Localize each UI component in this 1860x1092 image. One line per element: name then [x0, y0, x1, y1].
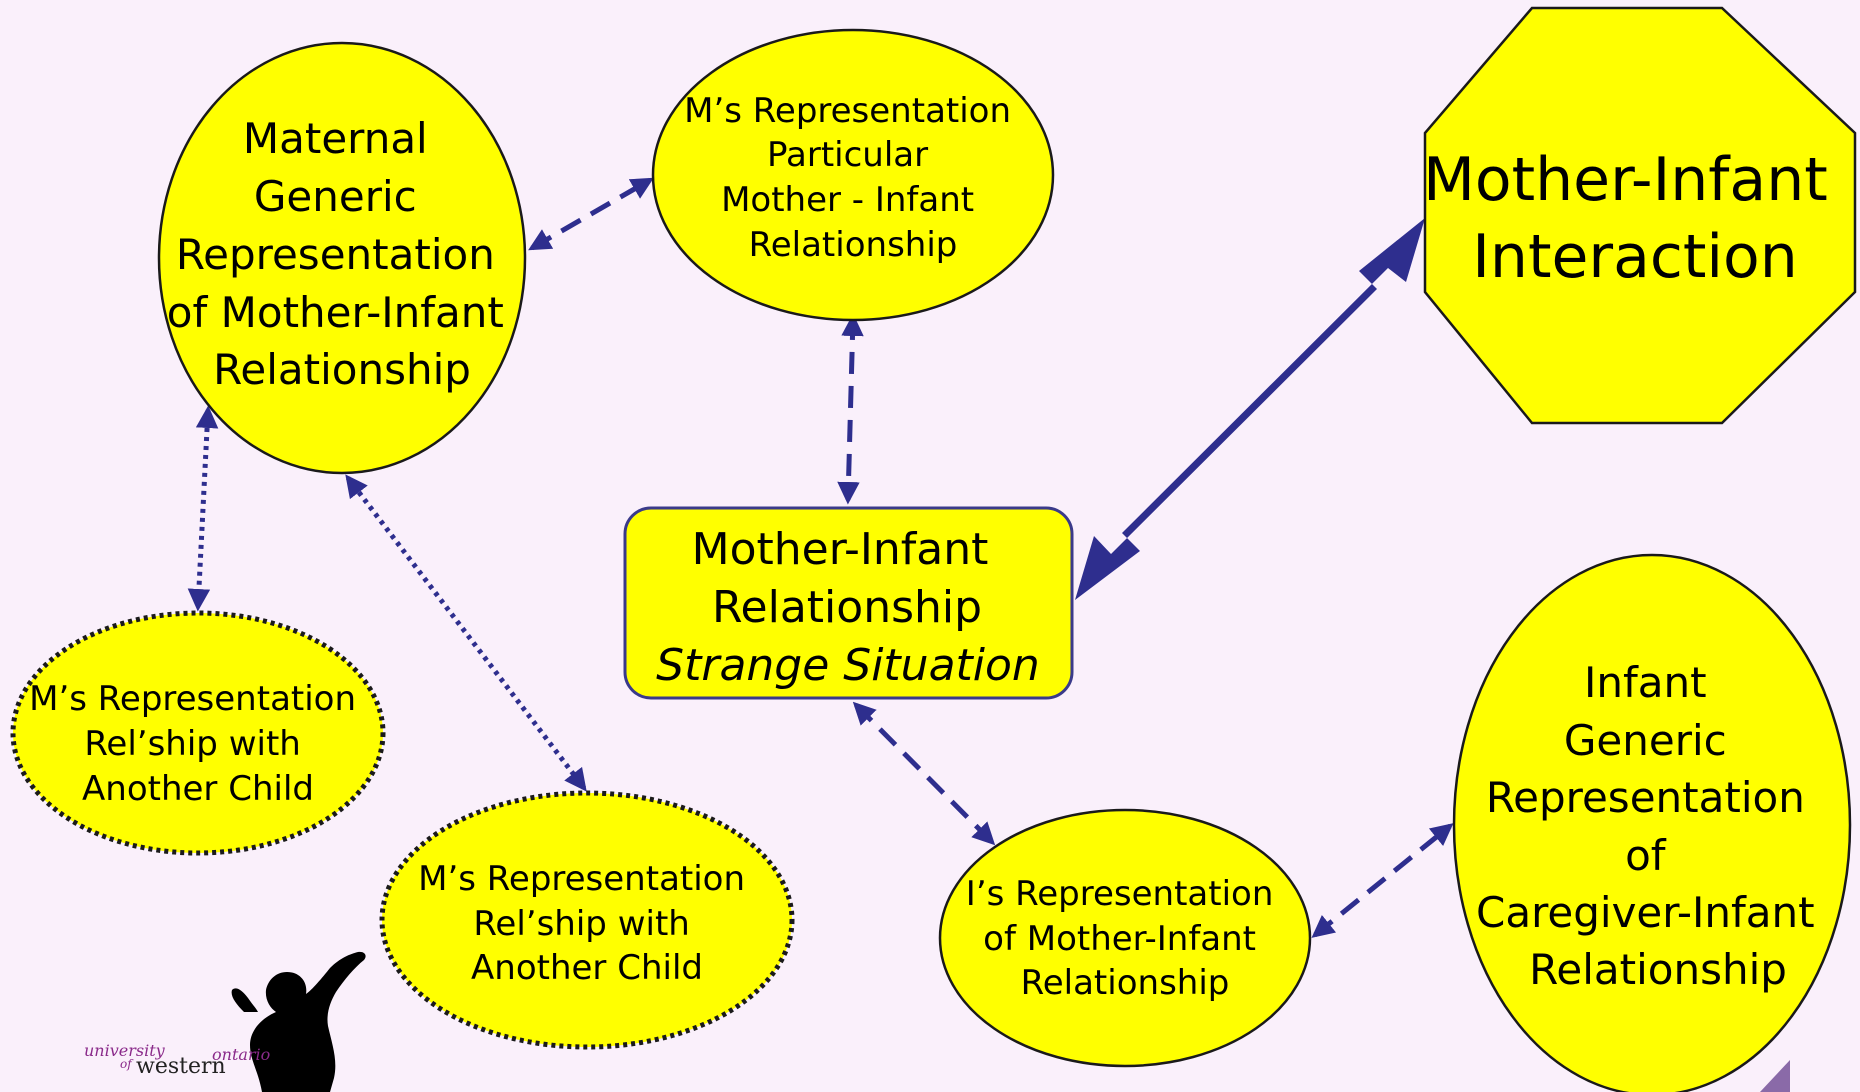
node-line: Generic: [1564, 716, 1727, 765]
svg-text:Mother-Infant Relationsh: Mother-Infant Relationship Strange Situa…: [656, 524, 1040, 691]
node-line: Particular: [767, 135, 928, 175]
logo-western-text: western: [136, 1054, 226, 1079]
logo-university-text: university: [84, 1041, 166, 1060]
node-line: I’s Representation: [966, 874, 1274, 914]
node-line: Relationship: [213, 345, 471, 394]
node-line: M’s Representation: [418, 859, 745, 899]
node-line: Another Child: [471, 948, 703, 988]
node-line: of Mother-Infant: [167, 288, 504, 337]
svg-text:Maternal Generic R: Maternal Generic Representation of Mothe…: [167, 114, 517, 394]
node-line: Mother-Infant: [692, 524, 989, 575]
child-silhouette-icon: [231, 951, 366, 1092]
svg-text:Infant Generic Rep: Infant Generic Representation of Caregiv…: [1476, 658, 1828, 994]
svg-text:I’s Representation of Mo: I’s Representation of Mother-Infant Rela…: [966, 874, 1284, 1003]
svg-text:Mother-Infant Interactio: Mother-Infant Interaction: [1423, 145, 1847, 292]
node-line: Mother - Infant: [721, 180, 974, 220]
svg-text:M’s Representation Rel’s: M’s Representation Rel’ship with Another…: [418, 859, 756, 988]
node-line: Another Child: [82, 769, 314, 809]
node-maternal-generic: Maternal Generic Representation of Mothe…: [157, 41, 527, 475]
node-m-particular: M’s Representation Particular Mother - I…: [651, 28, 1055, 322]
node-line: M’s Representation: [684, 91, 1011, 131]
connector-generic-to-another-child-2: [345, 474, 587, 792]
node-line: Caregiver-Infant: [1476, 888, 1815, 937]
node-infant-generic: Infant Generic Representation of Caregiv…: [1452, 553, 1852, 1092]
node-line: Relationship: [712, 582, 982, 633]
node-line: Strange Situation: [656, 640, 1040, 691]
node-line: Generic: [254, 172, 417, 221]
connector-particular-to-relationship: [837, 313, 864, 505]
svg-text:M’s Representation Rel’s: M’s Representation Rel’ship with Another…: [29, 679, 367, 809]
big-double-arrow: [1075, 218, 1425, 600]
node-m-another-child-1: M’s Representation Rel’ship with Another…: [10, 610, 386, 856]
node-line: Relationship: [1529, 945, 1787, 994]
university-logo: university of western ontario: [84, 951, 366, 1092]
corner-decoration: [1760, 1060, 1790, 1092]
node-line: Representation: [1486, 773, 1805, 822]
node-line: Representation: [176, 230, 495, 279]
node-line: M’s Representation: [29, 679, 356, 719]
node-line: Rel’ship with: [473, 904, 690, 944]
node-mother-infant-interaction: Mother-Infant Interaction: [1423, 6, 1857, 425]
node-line: Relationship: [1021, 963, 1230, 1003]
node-line: Relationship: [749, 225, 958, 265]
connector-generic-to-another-child-1: [187, 405, 219, 612]
node-line: of Mother-Infant: [983, 919, 1256, 959]
connector-generic-to-particular: [528, 177, 654, 251]
connector-relationship-to-i-representation: [852, 701, 996, 846]
logo-of-text: of: [120, 1057, 134, 1071]
node-line: of: [1625, 831, 1667, 880]
node-line: Interaction: [1472, 222, 1798, 292]
node-line: Mother-Infant: [1423, 145, 1828, 215]
svg-text:M’s Representation Parti: M’s Representation Particular Mother - I…: [684, 91, 1022, 265]
node-line: Rel’ship with: [84, 724, 301, 764]
node-mother-infant-relationship: Mother-Infant Relationship Strange Situa…: [623, 506, 1074, 700]
node-line: Infant: [1584, 658, 1707, 707]
connector-i-representation-to-infant-generic: [1311, 823, 1454, 938]
node-line: Maternal: [243, 114, 428, 163]
node-i-representation: I’s Representation of Mother-Infant Rela…: [938, 808, 1312, 1068]
node-m-another-child-2: M’s Representation Rel’ship with Another…: [379, 790, 795, 1050]
logo-ontario-text: ontario: [212, 1045, 270, 1064]
